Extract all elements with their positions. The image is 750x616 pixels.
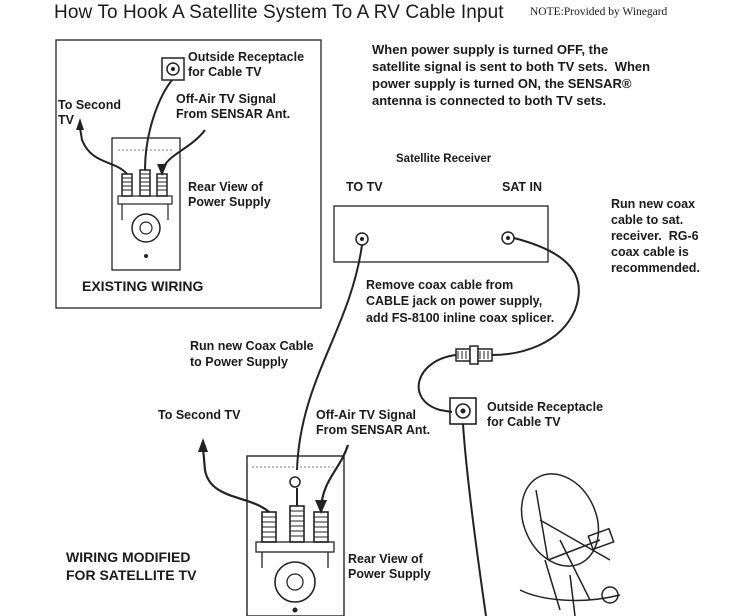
modified-rear-view-label: Rear View of Power Supply [348, 552, 431, 581]
existing-cable-to-receptacle [144, 79, 173, 171]
existing-cable-to-second-tv [79, 127, 128, 175]
page-title: How To Hook A Satellite System To A RV C… [54, 2, 504, 23]
inline-coax-splicer [455, 345, 493, 365]
existing-wiring-panel [55, 39, 322, 309]
satellite-receiver-title: Satellite Receiver [396, 153, 492, 165]
coax-sat-in-to-splicer [491, 237, 580, 356]
to-tv-label: TO TV [346, 180, 383, 194]
existing-rear-view-label: Rear View of Power Supply [188, 180, 271, 209]
satellite-receiver-box [333, 205, 549, 263]
modified-outside-receptacle-label: Outside Receptacle for Cable TV [487, 400, 604, 429]
run-new-coax-supply-note: Run new Coax Cable to Power Supply [190, 339, 314, 370]
source-note: NOTE:Provided by Winegard [530, 6, 668, 18]
satellite-antenna [519, 473, 621, 616]
coax-receptacle-to-antenna [462, 423, 487, 616]
existing-outside-receptacle-label: Outside Receptacle for Cable TV [188, 50, 305, 79]
power-supply-small [111, 137, 181, 271]
sat-in-label: SAT IN [502, 180, 543, 194]
coax-receiver-to-power-supply [296, 244, 363, 471]
remove-coax-note: Remove coax cable from CABLE jack on pow… [366, 278, 555, 325]
modified-off-air-label: Off-Air TV Signal From SENSAR Ant. [316, 408, 431, 437]
power-supply-large [246, 455, 345, 616]
existing-off-air-label: Off-Air TV Signal From SENSAR Ant. [176, 92, 291, 121]
coax-splicer-to-receptacle [417, 354, 457, 413]
modified-cable-to-second-tv [201, 447, 270, 513]
existing-to-second-tv-label: To Second TV [58, 98, 121, 127]
existing-wiring-caption: EXISTING WIRING [82, 278, 204, 294]
description-text: When power supply is turned OFF, the sat… [372, 42, 651, 108]
run-new-coax-receiver-note: Run new coax cable to sat. receiver. RG-… [611, 197, 700, 275]
outside-receptacle-large [449, 397, 477, 425]
outside-receptacle-small [161, 57, 185, 81]
existing-cable-from-antenna [161, 129, 206, 173]
modified-to-second-tv-label: To Second TV [158, 408, 241, 422]
modified-wiring-caption: WIRING MODIFIED FOR SATELLITE TV [66, 549, 197, 584]
